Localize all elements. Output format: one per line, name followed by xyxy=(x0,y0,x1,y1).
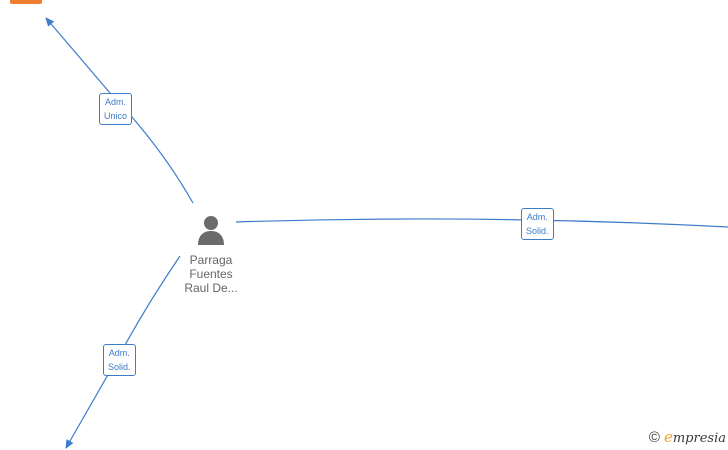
edge-label-adm-unico[interactable]: Adm. Unico xyxy=(99,93,133,125)
edge-label-adm-solid-right[interactable]: Adm. Solid. xyxy=(521,208,554,240)
edge-label-line: Adm. xyxy=(108,348,130,358)
person-name-line: Raul De... xyxy=(184,281,238,295)
person-name-line: Fuentes xyxy=(189,267,233,281)
company-node-marker[interactable] xyxy=(10,0,42,4)
brand-name: mpresia xyxy=(672,431,726,446)
person-icon xyxy=(198,216,224,245)
edge-label-line: Solid. xyxy=(526,226,549,236)
person-node[interactable]: Parraga Fuentes Raul De... xyxy=(176,214,246,295)
edge-adm-solid-bottom xyxy=(65,255,181,449)
edge-adm-solid-right xyxy=(235,218,728,228)
edge-label-adm-solid-bottom[interactable]: Adm. Solid. xyxy=(103,344,136,376)
copyright-icon: © xyxy=(648,429,660,446)
person-name: Parraga Fuentes Raul De... xyxy=(176,253,246,295)
edge-label-line: Solid. xyxy=(108,362,131,372)
person-name-line: Parraga xyxy=(189,253,233,267)
edge-label-line: Adm. xyxy=(526,212,548,222)
edge-label-line: Unico xyxy=(104,111,128,121)
empresia-watermark: ©empresia xyxy=(649,428,726,446)
edge-label-line: Adm. xyxy=(105,97,127,107)
brand-initial: e xyxy=(663,428,673,446)
